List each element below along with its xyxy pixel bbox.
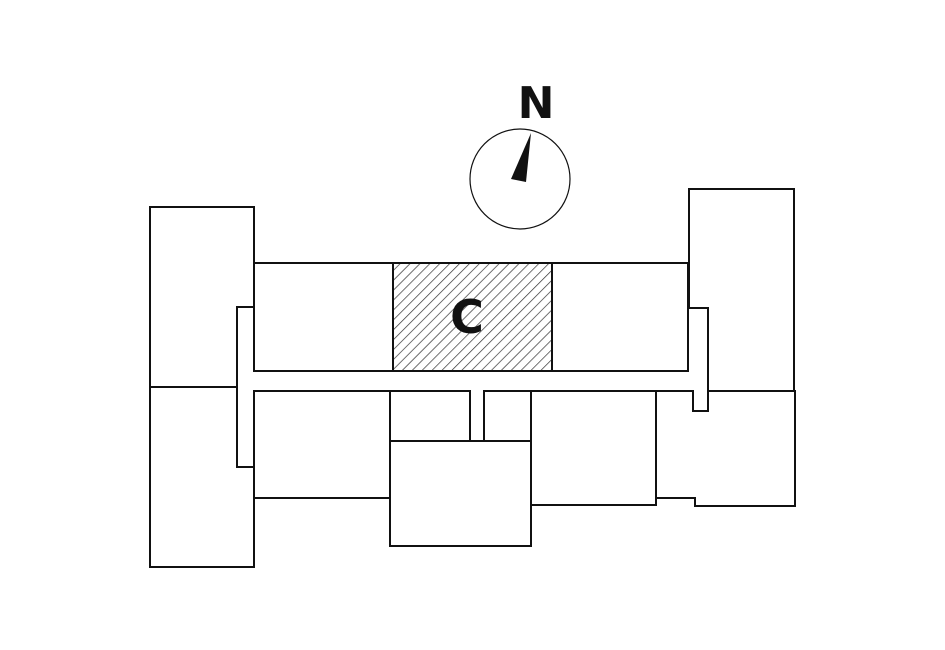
north-label: N [518,78,555,129]
unit-c-label: C [450,290,484,344]
right-block-bottom [655,390,796,507]
unit-bottom-center-small-right [483,390,532,442]
unit-top-left [253,262,394,372]
unit-top-right [551,262,689,372]
north-arrow-icon [511,133,531,182]
unit-bottom-right [530,390,657,506]
unit-bottom-center-small-left [389,390,471,442]
compass: N [469,78,571,230]
unit-bottom-center [389,440,532,547]
unit-bottom-left [253,390,391,499]
